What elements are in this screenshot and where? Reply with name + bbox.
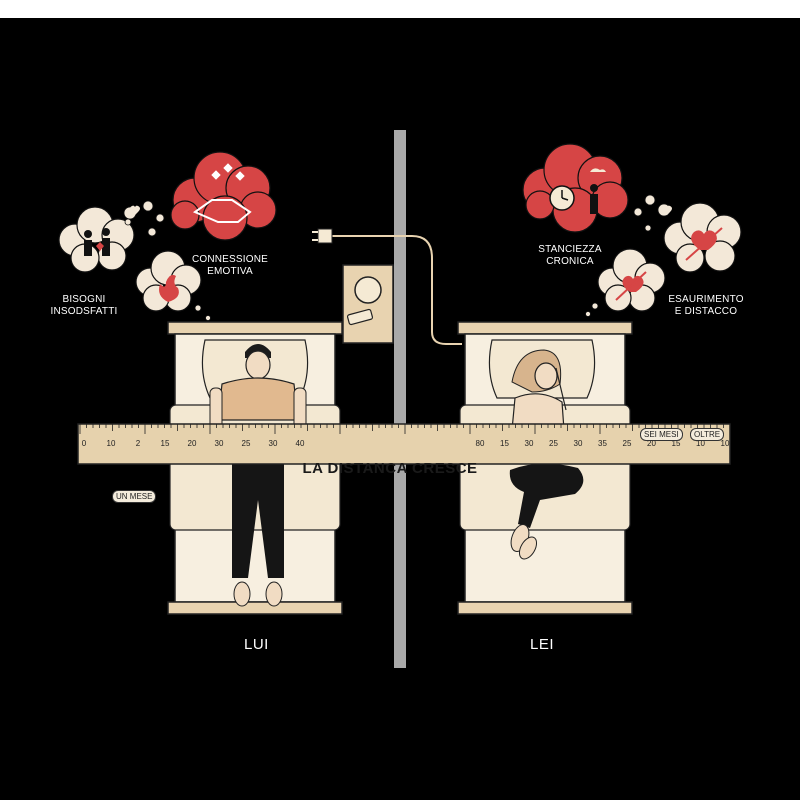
ruler-label-right: 10 <box>696 439 705 448</box>
couple-heart-icon <box>84 228 110 256</box>
illustration-stage: 0 10 2 15 20 30 25 30 40 80 15 30 25 30 35 25 20 15 10 10 <box>0 18 800 800</box>
ruler-tick-labels: 0 10 2 15 20 30 25 30 40 80 15 30 25 30 35 25 20 15 10 10 <box>82 439 730 448</box>
illustration-svg: 0 10 2 15 20 30 25 30 40 80 15 30 25 30 35 25 20 15 10 10 <box>58 130 742 668</box>
ruler-label-right: 10 <box>721 439 730 448</box>
cloud-flame <box>135 250 202 312</box>
ruler-label-right: 30 <box>525 439 534 448</box>
tag-un-mese: UN MESE <box>112 490 157 503</box>
ruler-label-left: 20 <box>188 439 197 448</box>
ruler-label-left: 15 <box>161 439 170 448</box>
ruler-ticks <box>79 424 724 434</box>
ruler-label-right: 25 <box>549 439 558 448</box>
ruler-label-left: 30 <box>215 439 224 448</box>
ruler: 0 10 2 15 20 30 25 30 40 80 15 30 25 30 35 25 20 15 10 10 <box>77 423 731 465</box>
ruler-label-right: 20 <box>647 439 656 448</box>
ruler-label-left: 40 <box>296 439 305 448</box>
clock-person-icon <box>549 168 606 214</box>
tag-sei-mesi: SEI MESI <box>640 428 683 441</box>
cloud-connessione <box>170 151 277 241</box>
divider-wall <box>394 130 406 668</box>
ruler-label-left: 30 <box>269 439 278 448</box>
thought-bubbles-left <box>123 200 211 321</box>
arrow-heart-icon <box>615 271 647 301</box>
arrow-heart-icon <box>685 227 723 261</box>
ruler-label-right: 30 <box>574 439 583 448</box>
handshake-hearts-icon <box>192 163 252 223</box>
nightstand <box>342 264 394 344</box>
cloud-broken-heart-lower <box>597 248 666 312</box>
tag-oltre: OLTRE <box>690 428 725 441</box>
cloud-stanchezza <box>522 143 629 233</box>
flame-icon <box>159 274 179 302</box>
ruler-label-left: 0 <box>82 439 87 448</box>
ruler-label-right: 35 <box>598 439 607 448</box>
ruler-label-right: 15 <box>672 439 681 448</box>
plug-icon <box>312 228 462 345</box>
ruler-label-left: 25 <box>242 439 251 448</box>
ruler-label-right: 80 <box>476 439 485 448</box>
name-right: LEI <box>530 636 555 653</box>
cloud-bisogni <box>58 206 135 273</box>
ruler-label-right: 25 <box>623 439 632 448</box>
cloud-broken-heart-upper <box>663 202 742 273</box>
ruler-title: LA DISTANCA CRESCE <box>302 460 478 477</box>
ruler-label-left: 2 <box>136 439 141 448</box>
ruler-label-right: 15 <box>500 439 509 448</box>
floating-hearts <box>130 205 672 215</box>
woman-figure <box>509 349 584 560</box>
name-left: LUI <box>244 636 269 653</box>
ruler-label-left: 10 <box>107 439 116 448</box>
